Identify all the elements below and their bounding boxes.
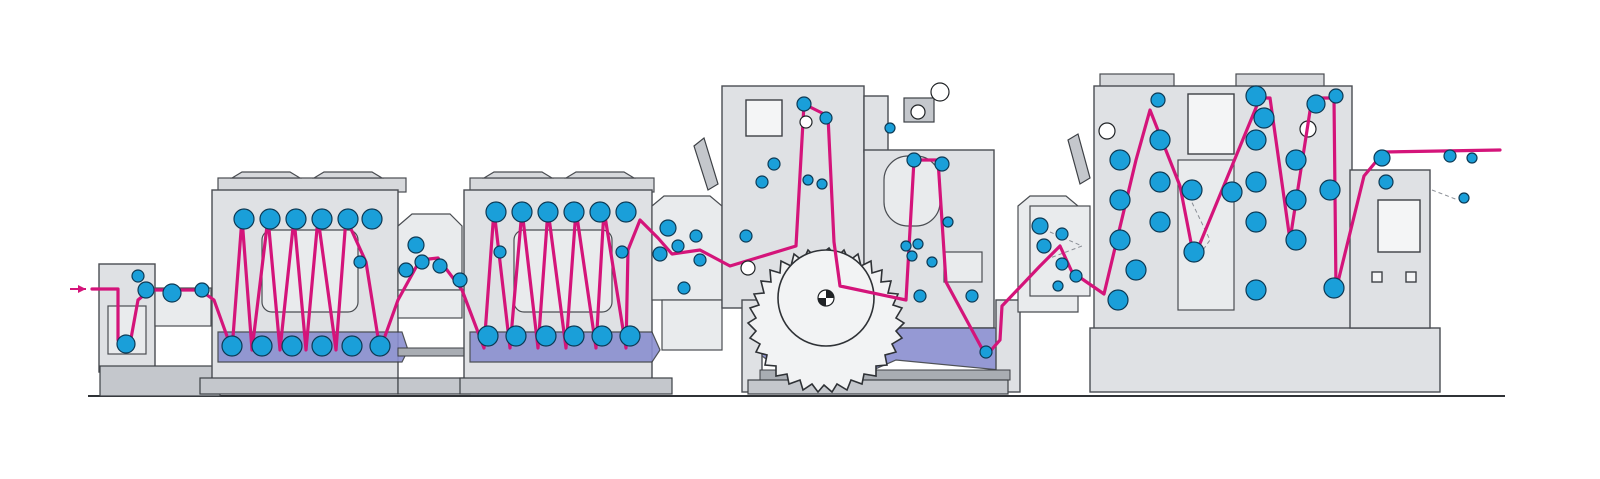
rollers — [116, 85, 1478, 359]
web-path — [70, 96, 1502, 358]
drum-unit — [693, 82, 1021, 395]
tower-dryer — [1089, 73, 1459, 393]
connector-2 — [651, 195, 723, 351]
wash-unit-1 — [199, 171, 409, 395]
